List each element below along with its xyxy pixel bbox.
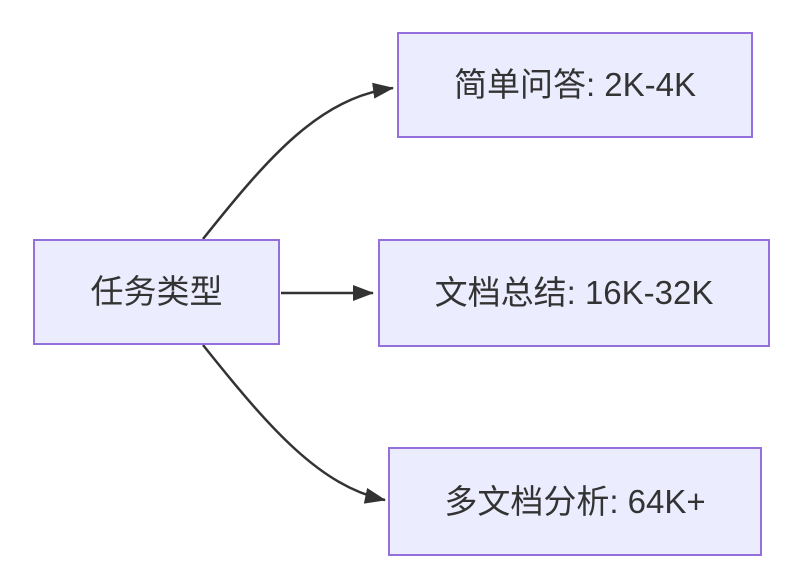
- node-task-type-label: 任务类型: [90, 273, 223, 311]
- node-multi-doc-analysis-label: 多文档分析: 64K+: [444, 482, 706, 520]
- edge-task-type-to-simple-qa: [202, 82, 394, 240]
- node-simple-qa: 简单问答: 2K-4K: [397, 32, 753, 138]
- node-doc-summary: 文档总结: 16K-32K: [378, 239, 770, 347]
- node-task-type: 任务类型: [33, 239, 280, 345]
- node-multi-doc-analysis: 多文档分析: 64K+: [388, 447, 762, 556]
- node-doc-summary-label: 文档总结: 16K-32K: [434, 274, 714, 312]
- node-simple-qa-label: 简单问答: 2K-4K: [453, 66, 697, 104]
- edge-task-type-to-multi-doc-analysis: [202, 344, 386, 504]
